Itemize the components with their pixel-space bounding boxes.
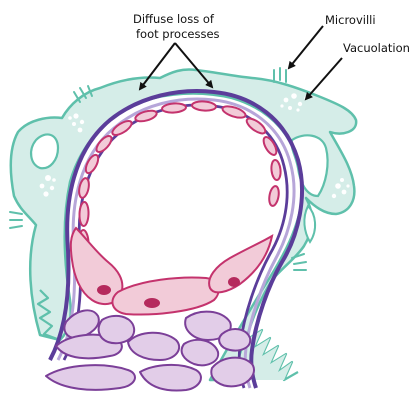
endothelial-cell-middle <box>112 278 218 315</box>
arrow-vacuolation <box>306 58 342 99</box>
mesangial-cell <box>182 340 219 365</box>
label-microvilli: Microvilli <box>325 13 376 27</box>
endothelial-nucleus-right <box>228 277 240 287</box>
label-foot-processes-line1: Diffuse loss of <box>133 12 215 26</box>
endothelial-cell-left <box>71 228 123 304</box>
arrow-microvilli <box>289 26 323 68</box>
label-vacuolation: Vacuolation <box>343 41 409 55</box>
mesangial-cell <box>140 365 201 391</box>
endothelial-nucleus-left <box>97 285 111 295</box>
mesangium <box>46 310 254 390</box>
mesangial-cell <box>219 329 250 350</box>
mesangial-cell <box>211 358 254 387</box>
mesangial-cell <box>99 316 135 343</box>
mesangial-cell <box>128 333 179 360</box>
urinary-space-pocket-left <box>31 134 58 168</box>
urinary-space-pocket-right <box>292 135 328 196</box>
mesangial-cell <box>46 365 135 390</box>
endothelium <box>71 101 282 315</box>
endothelial-nucleus-middle <box>144 298 160 308</box>
label-foot-processes-line2: foot processes <box>136 27 220 41</box>
